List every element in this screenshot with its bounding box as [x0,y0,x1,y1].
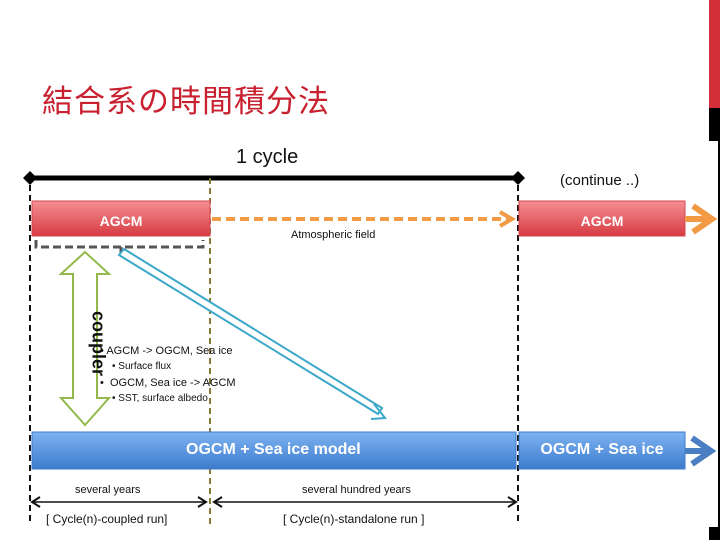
coupling-bracket [34,240,205,249]
agcm-continue-arrowhead [691,203,718,235]
ogcm-box [31,431,517,470]
agcm-next-box-label: AGCM [580,213,624,229]
ogcm-box-label: OGCM + Sea ice model [186,441,361,458]
standalone-duration-arrowhead-left [212,496,223,508]
cycle-start-marker [23,171,37,185]
coupled-duration-arrowhead-right [197,496,208,508]
bullet-subitem: • Surface flux [112,361,172,372]
atmospheric-field-arrowhead [498,210,516,228]
agcm-box [31,200,211,237]
bullet-subitem: • SST, surface albedo [112,393,208,404]
cycle-end-marker [511,171,525,185]
ogcm-continue-arrowhead [690,435,717,467]
coupled-run-label: [ Cycle(n)-coupled run] [46,512,168,526]
continue-label: (continue ..) [560,172,640,189]
exchange-bullet-list: • AGCM -> OGCM, Sea ice • Surface flux •… [100,343,236,407]
right-border-line [718,141,720,527]
transfer-arrow [117,247,387,420]
agcm-box-label: AGCM [99,213,143,229]
accent-bar-black-bottom [709,527,720,540]
coupled-duration-label: several years [75,484,141,496]
agcm-next-box [518,200,686,237]
coupler-double-arrow [58,250,112,427]
accent-bar-black [709,108,720,141]
coupled-duration-arrowhead-left [30,496,41,508]
accent-bar-red [709,0,720,108]
ogcm-next-box [518,431,686,470]
bullet-item: • AGCM -> OGCM, Sea ice [100,345,233,357]
cycle-label: 1 cycle [236,146,299,168]
slide-title: 結合系の時間積分法 [42,84,330,120]
atmospheric-field-label: Atmospheric field [291,229,376,241]
standalone-run-label: [ Cycle(n)-standalone run ] [283,512,425,526]
standalone-duration-label: several hundred years [302,484,411,496]
bullet-item: • OGCM, Sea ice -> AGCM [100,377,236,389]
ogcm-next-box-label: OGCM + Sea ice [540,441,664,458]
standalone-duration-arrowhead-right [507,496,518,508]
